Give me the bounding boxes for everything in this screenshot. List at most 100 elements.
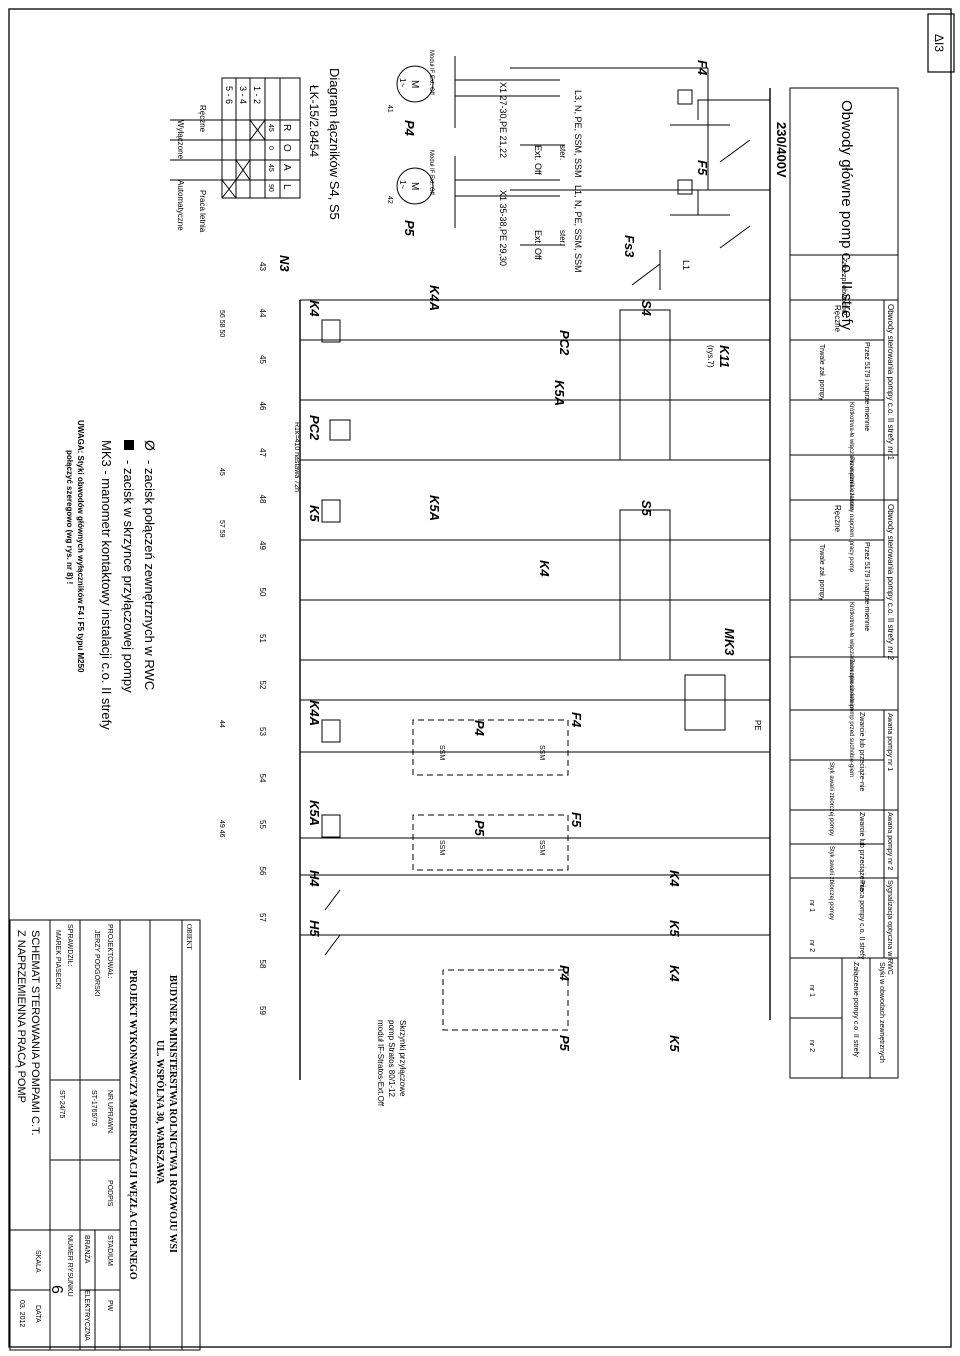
column-number: 50 (258, 588, 267, 597)
motor-42: 42 (386, 196, 393, 204)
header-awaria-2: Awaria pompy nr 2 (886, 812, 893, 870)
header-zwarcie-2: Zwarcie lub przeciąże-nie (858, 812, 865, 891)
column-number: 43 (258, 262, 267, 271)
sw-mode-letnia: Praca letnia (198, 190, 207, 233)
legend: Ø - zacisk połączeń zewnętrznych w RWC -… (65, 420, 158, 730)
label-PC2-coil: PC2 (307, 415, 322, 441)
header-styk-2: Styk awarii zbiorczej pompy (828, 846, 834, 920)
label-N3: N3 (277, 255, 292, 272)
column-number: 49 (258, 541, 267, 550)
header-zabezpieczenie: Zabezpie-czenie pomp przed suchobie-giem (848, 659, 854, 777)
tb-nr-1: ST-1765/73 (90, 1090, 97, 1126)
control-circuit-texts: K11 (rys.7) S4 S5 K4A PC2 K5A K5A K4 MK3… (293, 285, 762, 1107)
switch-diagram-title: Diagram łączników S4, S5 (327, 68, 342, 220)
header-zalaczenie: Załączenie pompy c.o. II strefy (852, 962, 859, 1057)
label-l1: L1 (681, 260, 691, 270)
sw-mode-automatyczne: Automatyczne (176, 180, 185, 231)
tb-stadium: STADIUM (106, 1235, 113, 1266)
label-H5: H5 (307, 920, 322, 937)
header-reczne-1: Ręczne (833, 305, 842, 333)
motor-m-2: M (409, 182, 420, 190)
label-PC2-a: PC2 (557, 330, 572, 356)
motor-phase-2: 1~ (398, 180, 407, 189)
label-K5-coil: K5 (307, 505, 322, 522)
tb-branza: BRANŻA (83, 1235, 92, 1264)
contact-ref-44: 56 58 50 (218, 310, 225, 337)
contact-ref-49: 57 59 (218, 520, 225, 538)
supply-voltage: 230/400V (774, 122, 789, 178)
label-P4-a: P4 (472, 720, 487, 737)
tb-tytul-1: SCHEMAT STEROWANIA POMPAMI C.T. (29, 930, 41, 1136)
tb-branza-val: ELEKTRYCZNA (83, 1290, 90, 1341)
skrzynki-3: moduł IF-Stratos-Ext.Off (376, 1020, 385, 1107)
header-przelacznik: Przełącznik czasowy naprzem. pracy pomp (848, 457, 854, 573)
contact-ref-48: 45 (218, 468, 225, 476)
header-sterowanie-1: Obwody sterowania pompy c.o. II strefy n… (886, 304, 895, 461)
label-S5: S5 (639, 500, 654, 517)
label-K11: K11 (717, 345, 732, 368)
sw-head-O: O (281, 144, 292, 152)
tb-projektant: JERZY PODGÓRSKI (93, 930, 102, 996)
pc2-setting: R1k=410 nastawa 72h (293, 422, 300, 492)
contact-ref-55: 49 46 (218, 820, 225, 838)
sw-head-L: L (281, 184, 292, 190)
drawing-landscape: ΔI3 Obwody główne pom (9, 13, 955, 1351)
column-number: 47 (258, 448, 267, 457)
modul-2: Moduł IF Ext. Off (428, 150, 434, 195)
header-sterowanie-2: Obwody sterowania pompy c.o. II strefy n… (886, 504, 895, 661)
tb-skala: SKALA (34, 1250, 41, 1273)
legend-uwaga-1: UWAGA: Styki obwodów głównych wyłącznikó… (76, 420, 85, 673)
main-circuits (300, 56, 770, 301)
tb-nr-rys-val: 6 (48, 1285, 65, 1294)
sheet-tag-text: ΔI3 (932, 34, 946, 52)
tb-stadium-val: PW (106, 1300, 113, 1312)
label-S4: S4 (639, 300, 654, 317)
header-sygnalizacja: Sygnalizacja optyczna w RWC (886, 880, 893, 975)
ext-off-1: Ext. Off (533, 145, 543, 175)
column-number: 57 (258, 913, 267, 922)
header-trwale-1: Trwale zał. pompy (818, 344, 825, 401)
tb-data-val: 03. 2012 (18, 1300, 25, 1327)
label-SSM-d: SSM (438, 840, 445, 855)
sw-angle-3: 45 (267, 164, 274, 172)
label-K4A-a: K4A (427, 285, 442, 311)
sw-angle-4: 90 (267, 184, 274, 192)
main-circuit-texts: F4 F5 Fs3 L3, N, PE, SSM, SSM L1, N, PE,… (386, 50, 710, 273)
tb-obiekt: OBIEKT (185, 924, 193, 950)
sw-mode-reczne: Ręczne (198, 105, 207, 133)
label-K5A-b: K5A (427, 495, 442, 521)
header-nr1-a: nr 1 (808, 900, 815, 912)
column-number: 44 (258, 309, 267, 318)
header-praca-pompy: Praca pompy c.o. II strefy (858, 880, 865, 960)
legend-uwaga-2: połączyć szeregowo (wg rys. nr 8) ! (65, 450, 74, 584)
column-number: 55 (258, 820, 267, 829)
label-K4A-coil: K4A (307, 700, 322, 726)
label-SSM-c: SSM (538, 840, 545, 855)
bus-2: L1, N, PE, SSM, SSM (573, 185, 583, 273)
legend-zacisk-skrz: - zacisk w skrzynce przyłączowej pompy (121, 460, 136, 693)
label-K5A-coil: K5A (307, 800, 322, 826)
label-SSM-a: SSM (538, 745, 545, 760)
label-K11-ref: (rys.7) (706, 345, 715, 368)
header-reczne-2: Ręczne (833, 505, 842, 533)
switch-diagram-model: ŁK-15/2.8454 (307, 85, 321, 157)
ster-1: ster. (558, 145, 567, 160)
skrzynki-1: Skrzynki przyłączowe (398, 1020, 407, 1097)
switch-diagram: Diagram łączników S4, S5 ŁK-15/2.8454 R … (170, 68, 342, 233)
contact-ref-53: 44 (218, 720, 225, 728)
column-number: 56 (258, 867, 267, 876)
header-band (789, 87, 899, 1079)
tb-sprawdzil: SPRAWDZIŁ: (66, 924, 73, 967)
label-PE: PE (753, 720, 762, 731)
title-block: OBIEKT BUDYNEK MINISTERSTWA ROLNICTWA I … (9, 919, 201, 1351)
label-K4-c: K4 (667, 965, 682, 982)
tb-budynek-2: UL. WSPÓLNA 30, WARSZAWA (154, 1040, 166, 1185)
bus-1: L3, N, PE, SSM, SSM (573, 90, 583, 178)
header-nr2-a: nr 2 (808, 940, 815, 952)
label-SSM-b: SSM (438, 745, 445, 760)
label-K5A-a: K5A (552, 380, 567, 406)
label-F5: F5 (695, 160, 710, 176)
header-trwale-2: Trwale zał. pompy (818, 544, 825, 601)
